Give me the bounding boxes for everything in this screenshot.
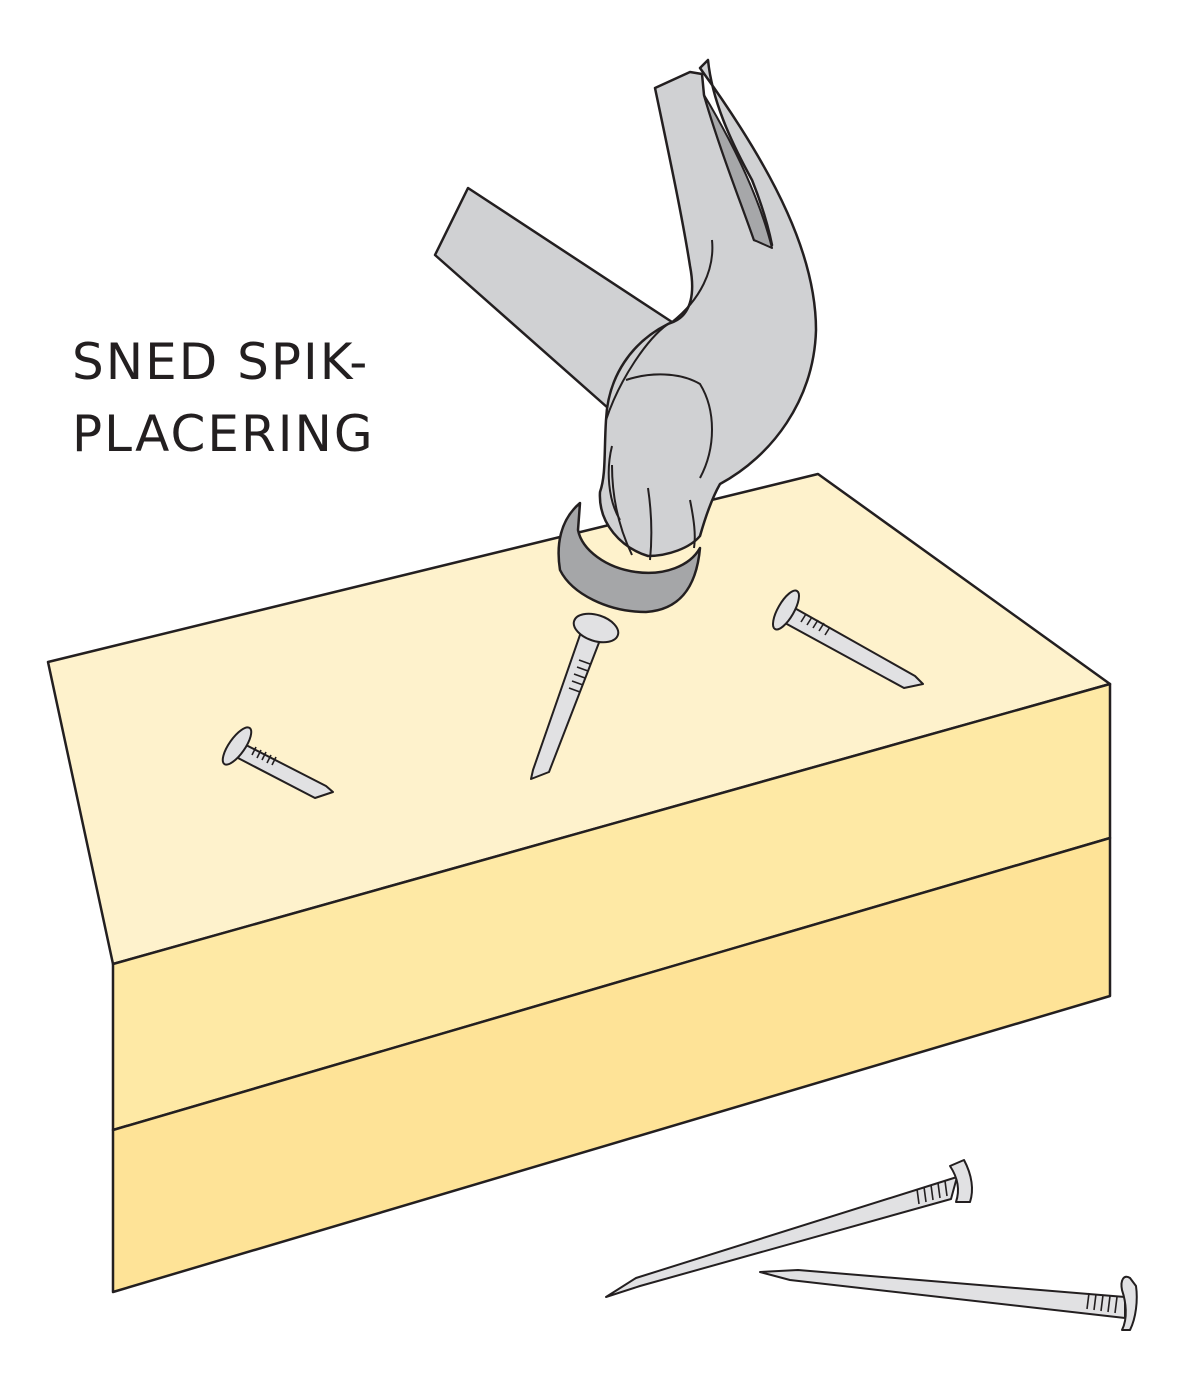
hammer-claw-slot: [703, 94, 773, 249]
hammer: [433, 58, 818, 614]
loose-nail-lower: [759, 1269, 1138, 1331]
nail-center: [530, 612, 620, 780]
toe-nail-right: [772, 589, 924, 689]
diagram-title: SNED SPIK- PLACERING: [72, 326, 375, 470]
loose-nail-upper: [605, 1159, 973, 1298]
wood-front-lower-board: [111, 836, 1112, 1294]
title-line-2: PLACERING: [72, 405, 375, 463]
toe-nail-left: [221, 726, 334, 799]
hammer-face-band: [557, 501, 702, 614]
title-line-1: SNED SPIK-: [72, 333, 370, 391]
wood-stack: [46, 472, 1112, 1294]
hammer-head: [598, 58, 818, 558]
